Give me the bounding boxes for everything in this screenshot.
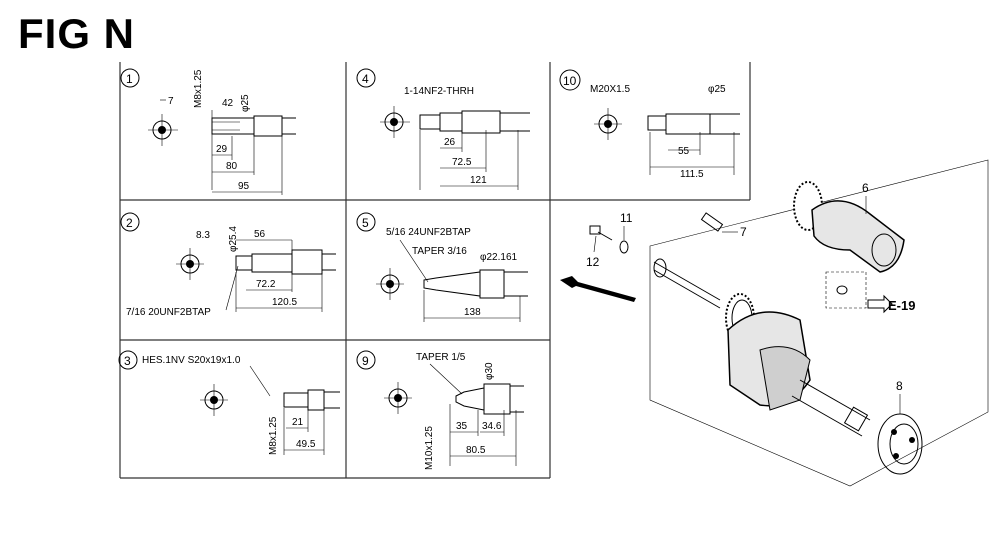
reference-label: E-19 xyxy=(888,298,915,313)
dim-dia: φ22.161 xyxy=(480,252,518,263)
dim-thread: M10x1.25 xyxy=(424,426,435,470)
panel-9: 9 TAPER 1/5 φ30 M10x1.25 35 34.6 80.5 xyxy=(356,350,524,470)
dim-thread: M8x1.25 xyxy=(268,416,279,455)
panel-4: 4 1-14NF2-THRH 26 72.5 121 xyxy=(356,68,530,190)
dim-taper: TAPER 1/5 xyxy=(416,352,466,363)
dim-thread: M20X1.5 xyxy=(590,84,630,95)
dim-dia: φ25.4 xyxy=(228,226,239,252)
panel-grid xyxy=(119,62,751,479)
crankshaft-assembly xyxy=(560,159,989,487)
callout-12: 12 xyxy=(586,255,600,269)
panel-number: 1 xyxy=(126,72,133,86)
dim-8.3: 8.3 xyxy=(196,230,210,241)
figure-title: FIG N xyxy=(18,10,135,57)
dim-121: 121 xyxy=(470,175,487,186)
dim-34.6: 34.6 xyxy=(482,421,502,432)
dim-95: 95 xyxy=(238,181,250,192)
dim-55: 55 xyxy=(678,146,690,157)
dim-56: 56 xyxy=(254,229,266,240)
dim-tap: 5/16 24UNF2BTAP xyxy=(386,227,471,238)
dim-80.5: 80.5 xyxy=(466,445,486,456)
dim-111.5: 111.5 xyxy=(680,169,704,180)
panel-10: 10 M20X1.5 φ25 55 111.5 xyxy=(559,69,740,180)
dim-seal: HES.1NV S20x19x1.0 xyxy=(142,355,241,366)
panel-3: 3 HES.1NV S20x19x1.0 M8x1.25 21 49.5 xyxy=(118,350,340,455)
panel-5: 5 5/16 24UNF2BTAP TAPER 3/16 φ22.161 138 xyxy=(356,212,528,322)
panel-number: 2 xyxy=(126,216,133,230)
panel-number: 10 xyxy=(563,74,577,88)
dim-tap: 7/16 20UNF2BTAP xyxy=(126,307,211,318)
callout-7: 7 xyxy=(740,225,747,239)
dim-29: 29 xyxy=(216,144,228,155)
dim-21: 21 xyxy=(292,417,304,428)
panel-number: 4 xyxy=(362,72,369,86)
dim-dia: φ30 xyxy=(484,362,495,380)
dim-26: 26 xyxy=(444,137,456,148)
dim-80: 80 xyxy=(226,161,238,172)
panel-1: 1 7 M8x1.25 42 φ25 29 80 95 xyxy=(120,68,296,195)
panel-number: 5 xyxy=(362,216,369,230)
dim-138: 138 xyxy=(464,307,481,318)
callout-8: 8 xyxy=(896,379,903,393)
panel-number: 9 xyxy=(362,354,369,368)
dim-49.5: 49.5 xyxy=(296,439,316,450)
dim-72.2: 72.2 xyxy=(256,279,276,290)
dim-key-width: 7 xyxy=(168,96,174,107)
dim-42: 42 xyxy=(222,98,234,109)
panel-2: 2 8.3 φ25.4 56 72.2 120.5 7/16 20UNF2BTA… xyxy=(120,212,336,318)
dim-72.5: 72.5 xyxy=(452,157,472,168)
callout-11: 11 xyxy=(620,211,633,225)
dim-thread: 1-14NF2-THRH xyxy=(404,86,474,97)
dim-35: 35 xyxy=(456,421,468,432)
dim-thread: M8x1.25 xyxy=(193,69,204,108)
callout-6: 6 xyxy=(862,181,869,195)
dim-dia: φ25 xyxy=(240,94,251,112)
panel-number: 3 xyxy=(124,354,131,368)
dim-dia: φ25 xyxy=(708,84,726,95)
dim-taper: TAPER 3/16 xyxy=(412,246,467,257)
dim-120.5: 120.5 xyxy=(272,297,297,308)
